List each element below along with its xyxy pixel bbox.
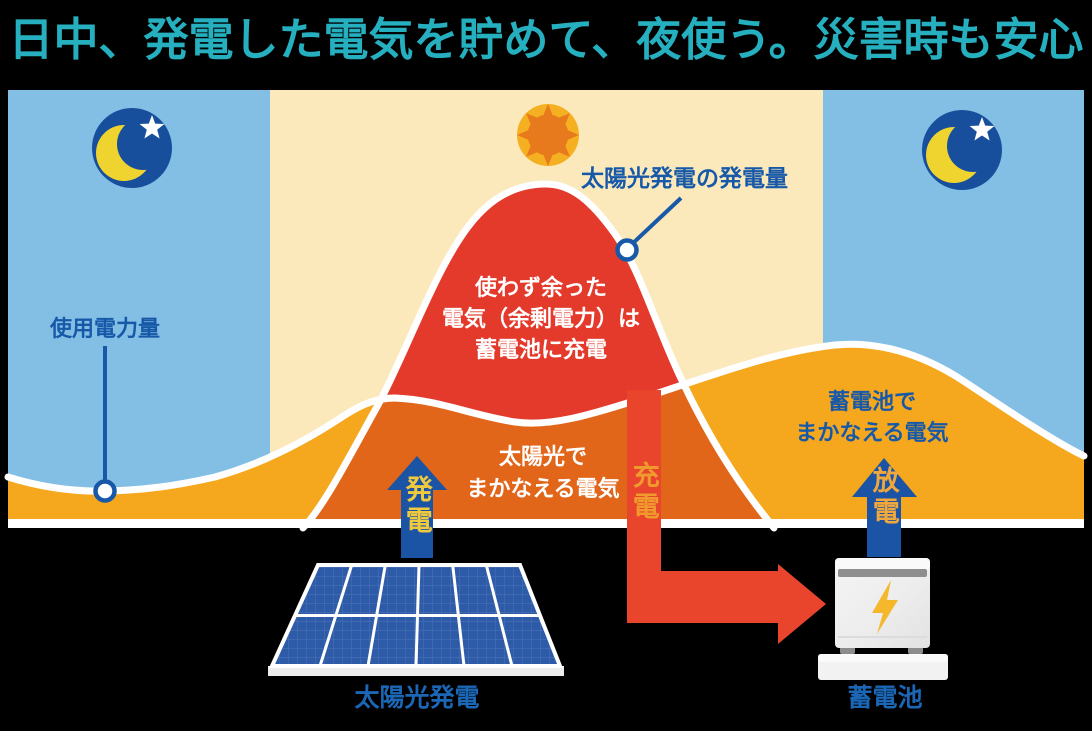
surplus-label-line1: 使わず余った bbox=[474, 275, 607, 300]
battery-covered-label: 蓄電池で まかなえる電気 bbox=[722, 386, 1022, 448]
battery-covered-line2: まかなえる電気 bbox=[795, 420, 949, 445]
page-title: 日中、発電した電気を貯めて、夜使う。災害時も安心 bbox=[8, 14, 1084, 65]
battery-label: 蓄電池 bbox=[847, 684, 923, 712]
solar-panel-icon bbox=[268, 563, 564, 676]
generation-label: 太陽光発電の発電量 bbox=[581, 165, 788, 191]
sun-icon bbox=[517, 104, 579, 166]
usage-curve-line bbox=[4, 340, 1088, 495]
star-icon bbox=[969, 117, 995, 141]
generation-pointer bbox=[615, 196, 683, 262]
charge-arrow-label: 充電 bbox=[628, 461, 659, 523]
solar-used-area bbox=[303, 344, 774, 528]
star-icon bbox=[139, 115, 165, 139]
surplus-label-line2: 電気（余剰電力）は bbox=[441, 306, 640, 331]
surplus-label-line3: 蓄電池に充電 bbox=[474, 337, 607, 362]
charge-arrow bbox=[627, 390, 826, 644]
solar-covered-label: 太陽光で まかなえる電気 bbox=[393, 441, 693, 505]
generate-arrow-label: 発電 bbox=[401, 475, 432, 537]
generate-arrow bbox=[387, 456, 447, 558]
solar-covered-line2: まかなえる電気 bbox=[466, 476, 620, 501]
lightning-bolt-icon bbox=[872, 580, 898, 634]
battery-covered-line1: 蓄電池で bbox=[827, 389, 916, 414]
usage-label: 使用電力量 bbox=[49, 316, 160, 341]
moon-icon bbox=[922, 110, 1002, 190]
discharge-arrow bbox=[852, 458, 917, 557]
usage-pointer bbox=[93, 346, 117, 503]
surplus-label: 使わず余った 電気（余剰電力）は 蓄電池に充電 bbox=[391, 272, 691, 365]
diagram-base-strip bbox=[8, 519, 1084, 528]
moon-icon bbox=[92, 108, 172, 188]
battery-icon bbox=[818, 558, 948, 680]
solar-covered-line1: 太陽光で bbox=[498, 444, 587, 469]
discharge-arrow-label: 放電 bbox=[868, 466, 899, 528]
solar-panel-label: 太陽光発電 bbox=[354, 684, 480, 712]
generation-curve-line bbox=[299, 180, 778, 532]
